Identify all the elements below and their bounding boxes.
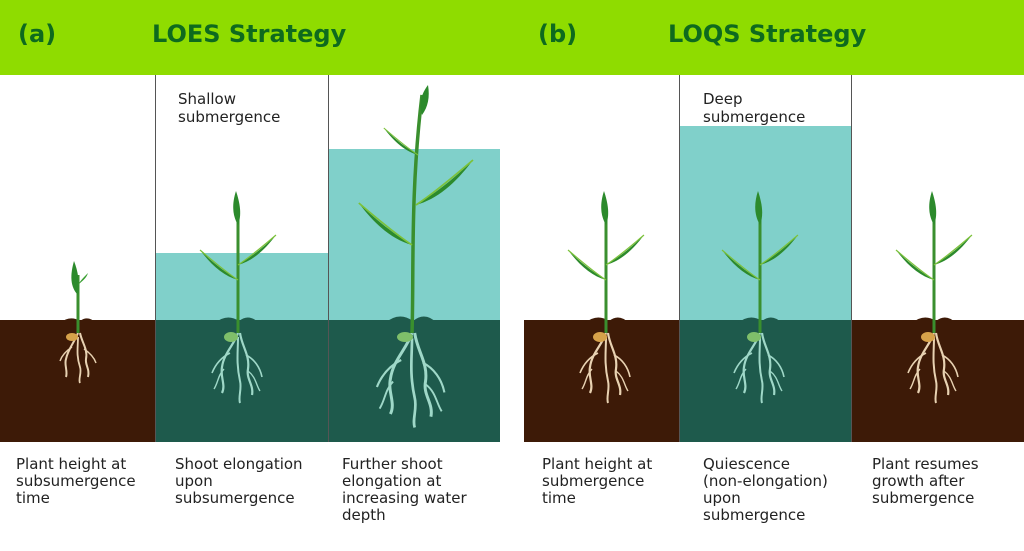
- deep-label-line-2: submergence: [703, 108, 806, 126]
- loes-title: LOES Strategy: [152, 20, 347, 48]
- loqs-title: LOQS Strategy: [668, 20, 867, 48]
- caption-1-line-1: Plant height at: [16, 455, 127, 473]
- diagram-scene: [0, 75, 1024, 455]
- caption-3: Further shoot elongation at increasing w…: [342, 456, 492, 524]
- caption-4-line-2: submergence: [542, 472, 645, 490]
- shallow-label-line-2: submergence: [178, 108, 281, 126]
- deep-submergence-label: Deep submergence: [703, 90, 805, 126]
- column-dividers: [155, 75, 852, 442]
- caption-5-line-3: upon: [703, 489, 741, 507]
- deep-label-line-1: Deep: [703, 90, 743, 108]
- caption-2-line-2: upon: [175, 472, 213, 490]
- caption-1-line-2: subsumergence: [16, 472, 136, 490]
- caption-4-line-1: Plant height at: [542, 455, 653, 473]
- caption-3-line-4: depth: [342, 506, 386, 524]
- caption-3-line-3: increasing water: [342, 489, 467, 507]
- caption-2-line-1: Shoot elongation: [175, 455, 303, 473]
- caption-3-line-1: Further shoot: [342, 455, 443, 473]
- caption-6-line-2: growth after: [872, 472, 965, 490]
- caption-6: Plant resumes growth after submergence: [872, 456, 1022, 507]
- caption-2-line-3: subsumergence: [175, 489, 295, 507]
- caption-1: Plant height at subsumergence time: [16, 456, 166, 507]
- panel-b-tag: (b): [538, 20, 578, 48]
- col-4-plant-height-at-submergence: [524, 75, 679, 442]
- col-1-plant-height-at-submergence: [0, 75, 155, 442]
- caption-5: Quiescence (non-elongation) upon submerg…: [703, 456, 853, 524]
- caption-2: Shoot elongation upon subsumergence: [175, 456, 325, 507]
- shallow-submergence-label: Shallow submergence: [178, 90, 280, 126]
- panel-a-tag: (a): [18, 20, 57, 48]
- caption-5-line-2: (non-elongation): [703, 472, 828, 490]
- col-5-deep-submergence: [679, 75, 851, 442]
- panel-gap: [500, 75, 524, 455]
- caption-4: Plant height at submergence time: [542, 456, 692, 507]
- header-bar: (a) LOES Strategy (b) LOQS Strategy: [0, 0, 1024, 75]
- caption-1-line-3: time: [16, 489, 50, 507]
- col-2-shallow-submergence: [155, 75, 328, 442]
- caption-3-line-2: elongation at: [342, 472, 442, 490]
- shallow-label-line-1: Shallow: [178, 90, 237, 108]
- caption-6-line-1: Plant resumes: [872, 455, 979, 473]
- caption-6-line-3: submergence: [872, 489, 975, 507]
- col-3-increasing-water-depth: [328, 75, 500, 442]
- caption-5-line-1: Quiescence: [703, 455, 790, 473]
- caption-4-line-3: time: [542, 489, 576, 507]
- caption-5-line-4: submergence: [703, 506, 806, 524]
- col-6-resumes-growth: [851, 75, 1024, 442]
